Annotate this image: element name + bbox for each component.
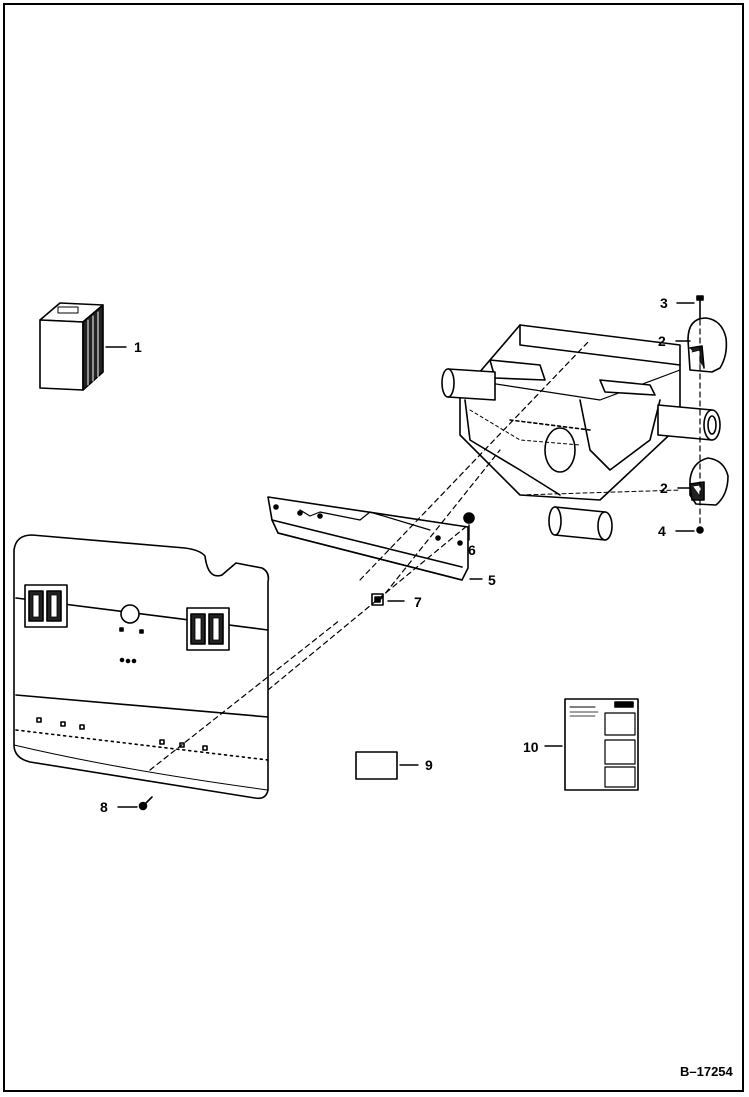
part-5-plate (267, 496, 469, 581)
callout-10: 10 (523, 739, 539, 755)
callout-6: 6 (468, 542, 476, 558)
drawing-reference-number: B–17254 (680, 1064, 734, 1079)
leader-lines (105, 302, 695, 808)
callout-4: 4 (658, 523, 666, 539)
part-9-decal (355, 751, 398, 780)
frame-assembly (441, 324, 721, 541)
assembly-lines (149, 319, 701, 771)
part-3-bolt (696, 295, 704, 319)
part-2-upper-clamp (687, 317, 728, 373)
callout-2-upper: 2 (658, 333, 666, 349)
part-10-manual (564, 698, 639, 791)
callout-3: 3 (660, 295, 668, 311)
callout-9: 9 (425, 757, 433, 773)
part-8-screw (138, 796, 153, 811)
callout-8: 8 (100, 799, 108, 815)
callout-2-lower: 2 (660, 480, 668, 496)
callout-5: 5 (488, 572, 496, 588)
callout-7: 7 (414, 594, 422, 610)
front-panel (13, 534, 270, 800)
callout-1: 1 (134, 339, 142, 355)
part-1-box (39, 302, 104, 391)
part-6-fastener (463, 512, 475, 524)
callout-labels: 1 2 2 3 4 5 6 7 8 9 10 (100, 295, 668, 815)
part-4-nut (696, 526, 704, 534)
part-2-lower-clamp (689, 457, 729, 506)
